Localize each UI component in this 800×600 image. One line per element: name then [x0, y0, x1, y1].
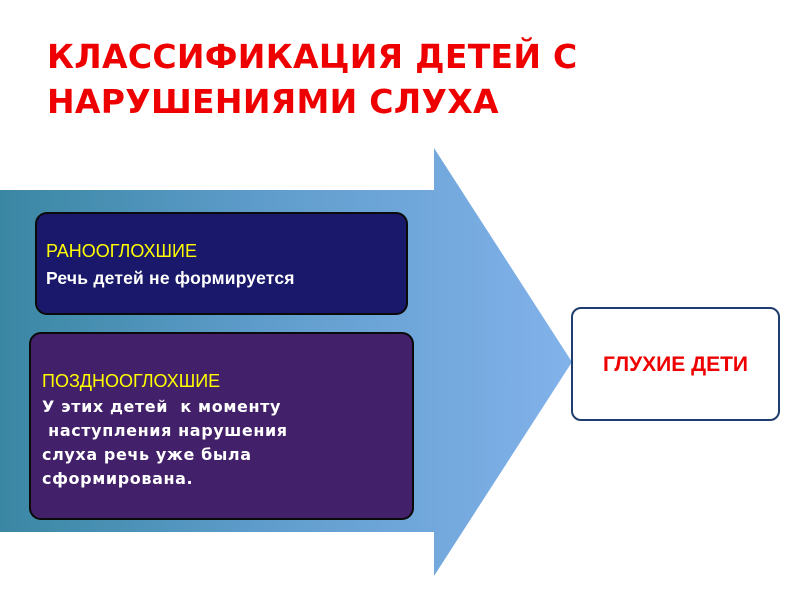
- category-heading: ПОЗДНООГЛОХШИЕ: [42, 371, 221, 391]
- category-card-late-deafened: ПОЗДНООГЛОХШИЕ У этих детей к моменту на…: [29, 332, 414, 520]
- category-heading: РАНООГЛОХШИЕ: [46, 241, 197, 261]
- result-label: ГЛУХИЕ ДЕТИ: [602, 353, 748, 376]
- category-description: У этих детей к моменту наступления наруш…: [42, 397, 288, 488]
- result-box: ГЛУХИЕ ДЕТИ: [571, 307, 780, 421]
- category-card-early-deafened: РАНООГЛОХШИЕ Речь детей не формируется: [35, 212, 408, 315]
- slide-title: КЛАССИФИКАЦИЯ ДЕТЕЙ С НАРУШЕНИЯМИ СЛУХА: [47, 37, 578, 121]
- category-description: Речь детей не формируется: [46, 268, 295, 288]
